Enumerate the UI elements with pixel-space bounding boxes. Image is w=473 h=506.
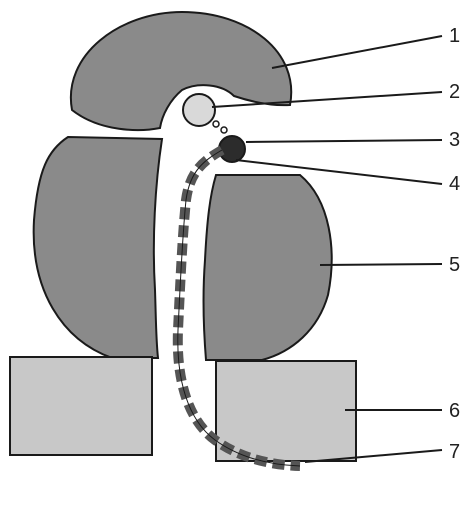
callout-2: 2	[449, 81, 460, 103]
part-5-right-block	[203, 175, 331, 360]
callout-5: 5	[449, 254, 460, 276]
connector-dot	[213, 121, 219, 127]
callout-4: 4	[449, 173, 460, 195]
part-6-left-rect	[10, 357, 152, 455]
callout-1: 1	[449, 25, 460, 47]
leader-1	[272, 36, 442, 68]
part-2-pale-circle	[183, 94, 215, 126]
callout-6: 6	[449, 400, 460, 422]
part-3-dark-circle	[219, 136, 245, 162]
callout-3: 3	[449, 129, 460, 151]
connector-dot	[221, 127, 227, 133]
part-1-crescent	[71, 12, 291, 130]
leader-5	[320, 264, 442, 265]
part-5-left-block	[34, 137, 162, 358]
leader-3	[246, 140, 442, 142]
callout-7: 7	[449, 441, 460, 463]
part-6-right-rect	[216, 361, 356, 461]
